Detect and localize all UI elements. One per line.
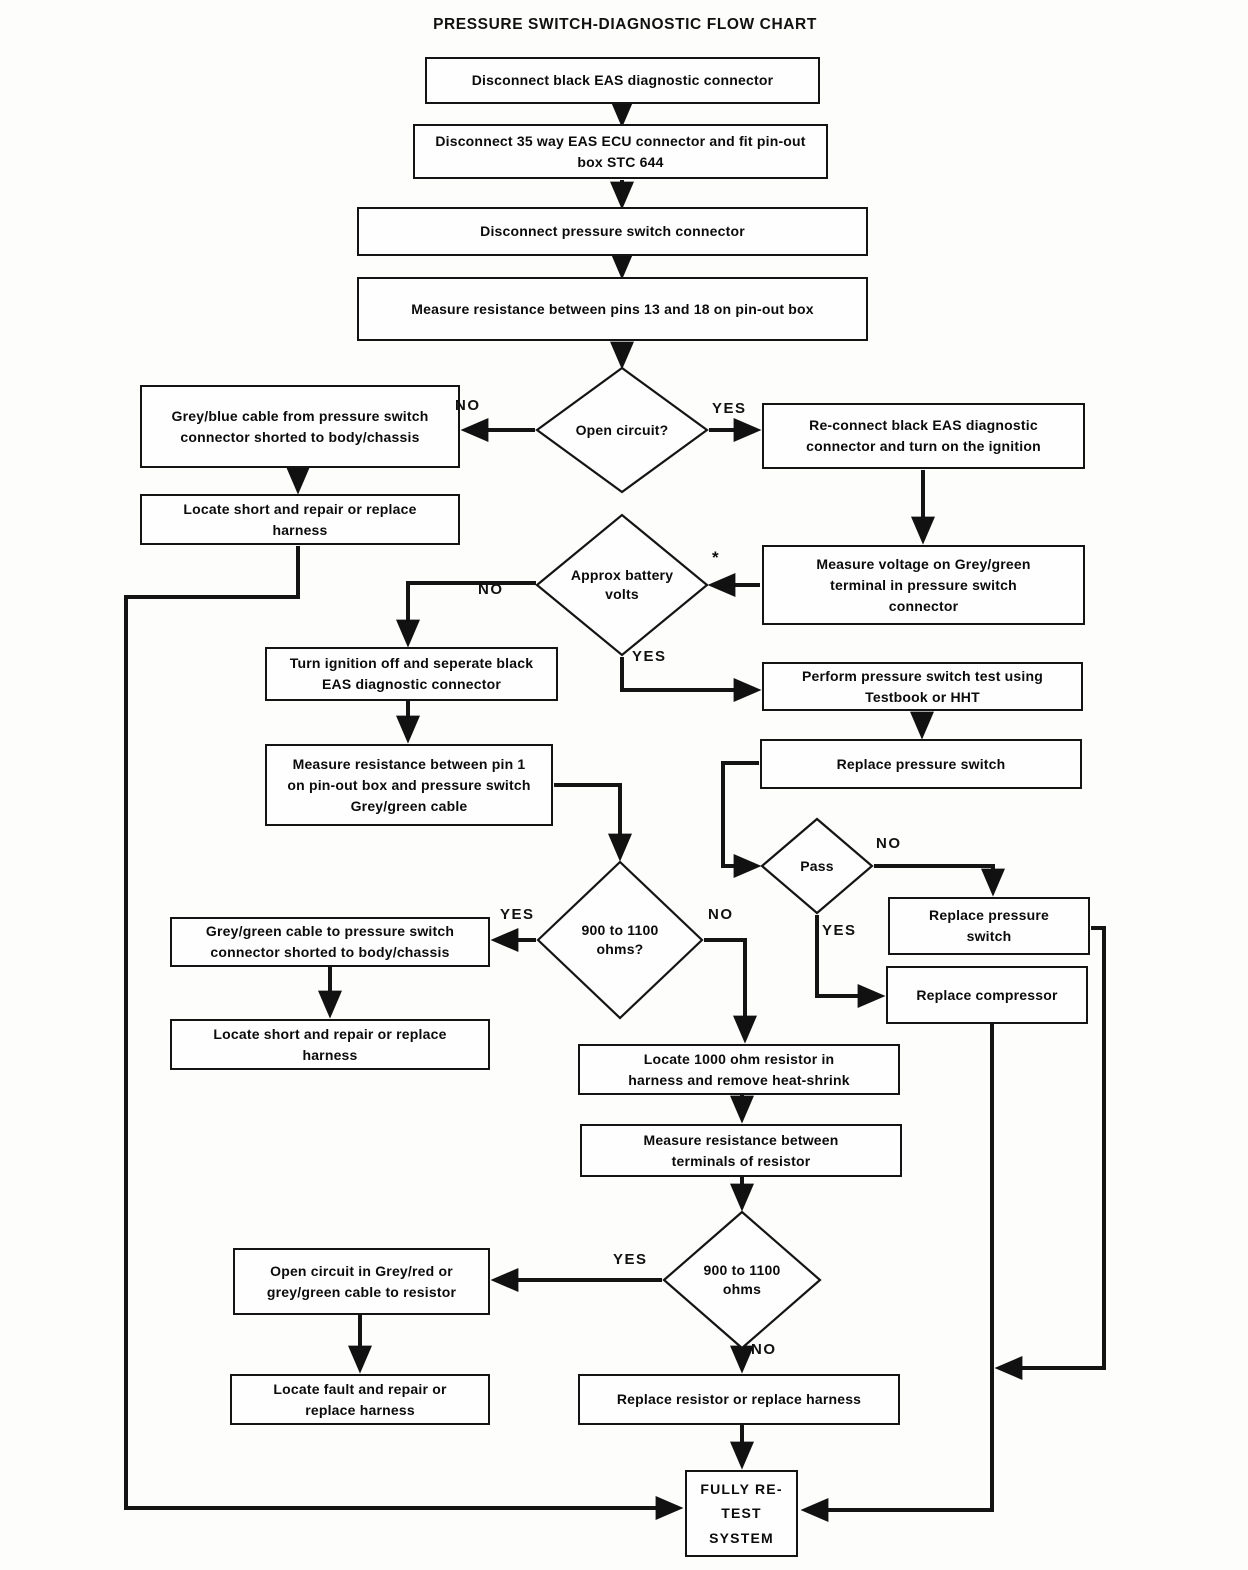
decision-label-900-1100-ohms-1: 900 to 1100 ohms? [581, 922, 659, 957]
connector-line [994, 926, 1106, 1380]
connector-line [554, 783, 632, 862]
decision-diamond-900-1100-ohms-2 [662, 1210, 822, 1350]
decision-label-open-circuit: Open circuit? [575, 421, 669, 438]
connector-line [620, 657, 762, 702]
node-disconnect-pressure-switch: Disconnect pressure switch connector [357, 207, 868, 256]
edge-label-yes-pass: YES [822, 922, 857, 939]
connector-line [124, 546, 684, 1520]
edge-label-no-ohms-1: NO [708, 906, 734, 923]
decision-diamond-pass [760, 817, 874, 915]
connector-line [721, 761, 762, 878]
node-disconnect-35way-connector: Disconnect 35 way EAS ECU connector and … [413, 124, 828, 179]
edge-label-no-open-circuit: NO [455, 397, 481, 414]
decision-label-900-1100-ohms-2: 900 to 1100 ohms [703, 1262, 781, 1297]
decision-label-approx-battery: Approx battery volts [570, 567, 674, 602]
asterisk-note-mark: * [712, 548, 719, 567]
connector-line [815, 915, 886, 1008]
node-measure-pin1-resistance: Measure resistance between pin 1 on pin-… [265, 744, 553, 826]
node-measure-pins-13-18: Measure resistance between pins 13 and 1… [357, 277, 868, 341]
node-perform-pressure-switch-test: Perform pressure switch test using Testb… [762, 662, 1083, 711]
flowchart-title: PRESSURE SWITCH-DIAGNOSTIC FLOW CHART [433, 16, 817, 33]
node-locate-fault-repair: Locate fault and repair or replace harne… [230, 1374, 490, 1425]
node-measure-voltage-greygreen: Measure voltage on Grey/green terminal i… [762, 545, 1085, 625]
edge-label-no-approx-battery: NO [478, 581, 504, 598]
decision-diamond-open-circuit [535, 366, 709, 494]
connector-line [396, 581, 536, 648]
node-locate-short-repair-2: Locate short and repair or replace harne… [170, 1019, 490, 1070]
node-replace-resistor-harness: Replace resistor or replace harness [578, 1374, 900, 1425]
node-reconnect-black-connector: Re-connect black EAS diagnostic connecto… [762, 403, 1085, 469]
connector-line [800, 1024, 994, 1522]
edge-label-yes-ohms-2: YES [613, 1251, 648, 1268]
node-open-circuit-greyred: Open circuit in Grey/red or grey/green c… [233, 1248, 490, 1315]
connector-line [874, 864, 1005, 897]
decision-diamond-900-1100-ohms-1 [536, 860, 704, 1020]
edge-label-no-ohms-2: NO [751, 1341, 777, 1358]
edge-label-yes-ohms-1: YES [500, 906, 535, 923]
edge-label-no-pass: NO [876, 835, 902, 852]
edge-label-yes-approx-battery: YES [632, 648, 667, 665]
node-greyblue-cable-shorted: Grey/blue cable from pressure switch con… [140, 385, 460, 468]
node-disconnect-black-connector: Disconnect black EAS diagnostic connecto… [425, 57, 820, 104]
node-locate-short-repair-1: Locate short and repair or replace harne… [140, 494, 460, 545]
edge-label-yes-open-circuit: YES [712, 400, 747, 417]
node-replace-compressor: Replace compressor [886, 966, 1088, 1024]
decision-label-pass: Pass [800, 857, 834, 874]
node-locate-1000ohm-resistor: Locate 1000 ohm resistor in harness and … [578, 1044, 900, 1095]
node-replace-pressure-switch-2: Replace pressure switch [888, 897, 1090, 955]
connector-line [704, 938, 757, 1044]
node-measure-resistor-terminals: Measure resistance between terminals of … [580, 1124, 902, 1177]
node-turn-ignition-off: Turn ignition off and seperate black EAS… [265, 647, 558, 701]
node-fully-retest-system: FULLY RE-TEST SYSTEM [685, 1470, 798, 1557]
decision-diamond-approx-battery [535, 513, 709, 657]
node-greygreen-cable-shorted: Grey/green cable to pressure switch conn… [170, 917, 490, 967]
node-replace-pressure-switch-1: Replace pressure switch [760, 739, 1082, 789]
